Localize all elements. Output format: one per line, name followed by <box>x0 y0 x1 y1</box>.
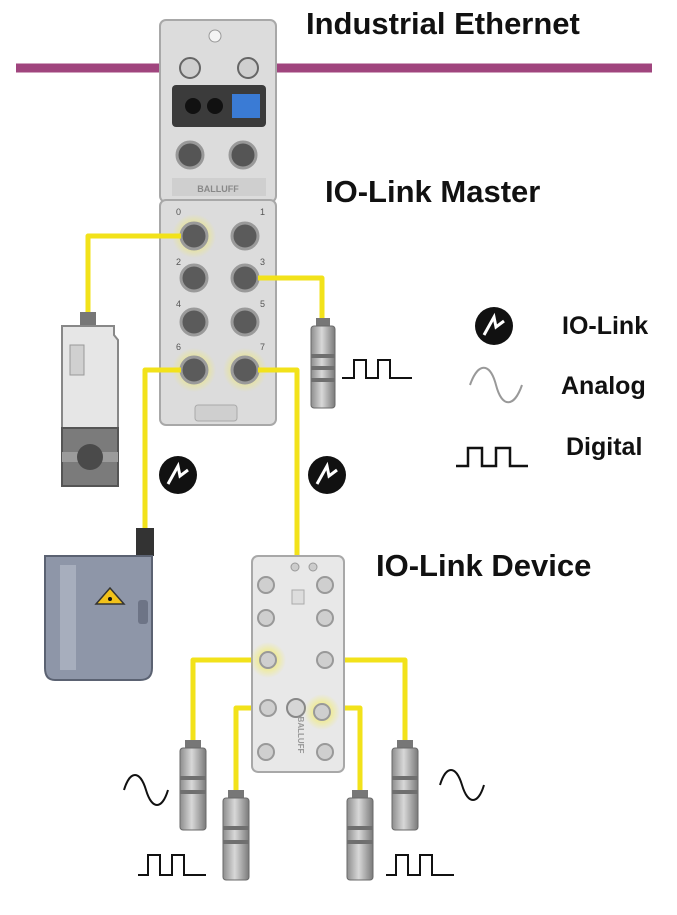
cable-device-to-sensor-a <box>190 657 264 740</box>
sensor-digital-left <box>222 790 250 881</box>
io-link-device-housing <box>250 555 345 773</box>
master-port-number: 4 <box>176 299 181 309</box>
analog-wave-icon <box>439 769 485 801</box>
master-top-module <box>159 19 277 203</box>
master-port-3 <box>230 263 260 293</box>
master-port-5 <box>230 307 260 337</box>
master-port-1 <box>230 221 260 251</box>
io-link-master-label: IO-Link Master <box>325 174 541 209</box>
digital-pulse-icon <box>386 854 454 876</box>
master-port-number: 0 <box>176 207 181 217</box>
cable-to-position-switch <box>85 233 181 320</box>
master-port-number: 2 <box>176 257 181 267</box>
sensor-analog-right <box>391 740 419 831</box>
sensor-analog-left <box>179 740 207 831</box>
master-port-number: 7 <box>260 342 265 352</box>
legend-digital-label: Digital <box>566 433 643 461</box>
master-port-number: 6 <box>176 342 181 352</box>
position-switch <box>61 312 119 487</box>
master-brand-text: BALLUFF <box>197 184 239 194</box>
sensor-digital-right <box>346 790 374 881</box>
ultrasonic-sensor-master <box>310 318 336 409</box>
master-port-number: 3 <box>260 257 265 267</box>
digital-pulse-icon <box>342 359 412 379</box>
master-port-number: 1 <box>260 207 265 217</box>
legend-io-link-label: IO-Link <box>562 312 649 340</box>
master-port-6 <box>172 348 216 392</box>
cable-to-io-link-device <box>258 367 300 556</box>
device-brand-text: BALLUFF <box>296 717 305 754</box>
laser-distance-sensor <box>44 528 154 681</box>
digital-pulse-icon <box>138 854 206 876</box>
master-port-4 <box>179 307 209 337</box>
legend-io-link-icon <box>475 307 513 345</box>
cable-to-laser-sensor <box>142 367 181 530</box>
industrial-ethernet-label: Industrial Ethernet <box>306 6 580 41</box>
cable-to-ultrasonic-sensor <box>258 275 325 318</box>
master-port-7 <box>223 348 267 392</box>
master-port-number: 5 <box>260 299 265 309</box>
legend-analog-label: Analog <box>561 372 646 400</box>
legend-digital-pulse-icon <box>456 446 528 468</box>
io-link-device-label: IO-Link Device <box>376 548 592 583</box>
legend-analog-wave-icon <box>469 366 523 404</box>
io-link-icon <box>159 456 197 494</box>
cable-device-to-sensor-d <box>323 657 408 740</box>
io-link-icon <box>308 456 346 494</box>
master-port-2 <box>179 263 209 293</box>
analog-wave-icon <box>123 774 169 806</box>
